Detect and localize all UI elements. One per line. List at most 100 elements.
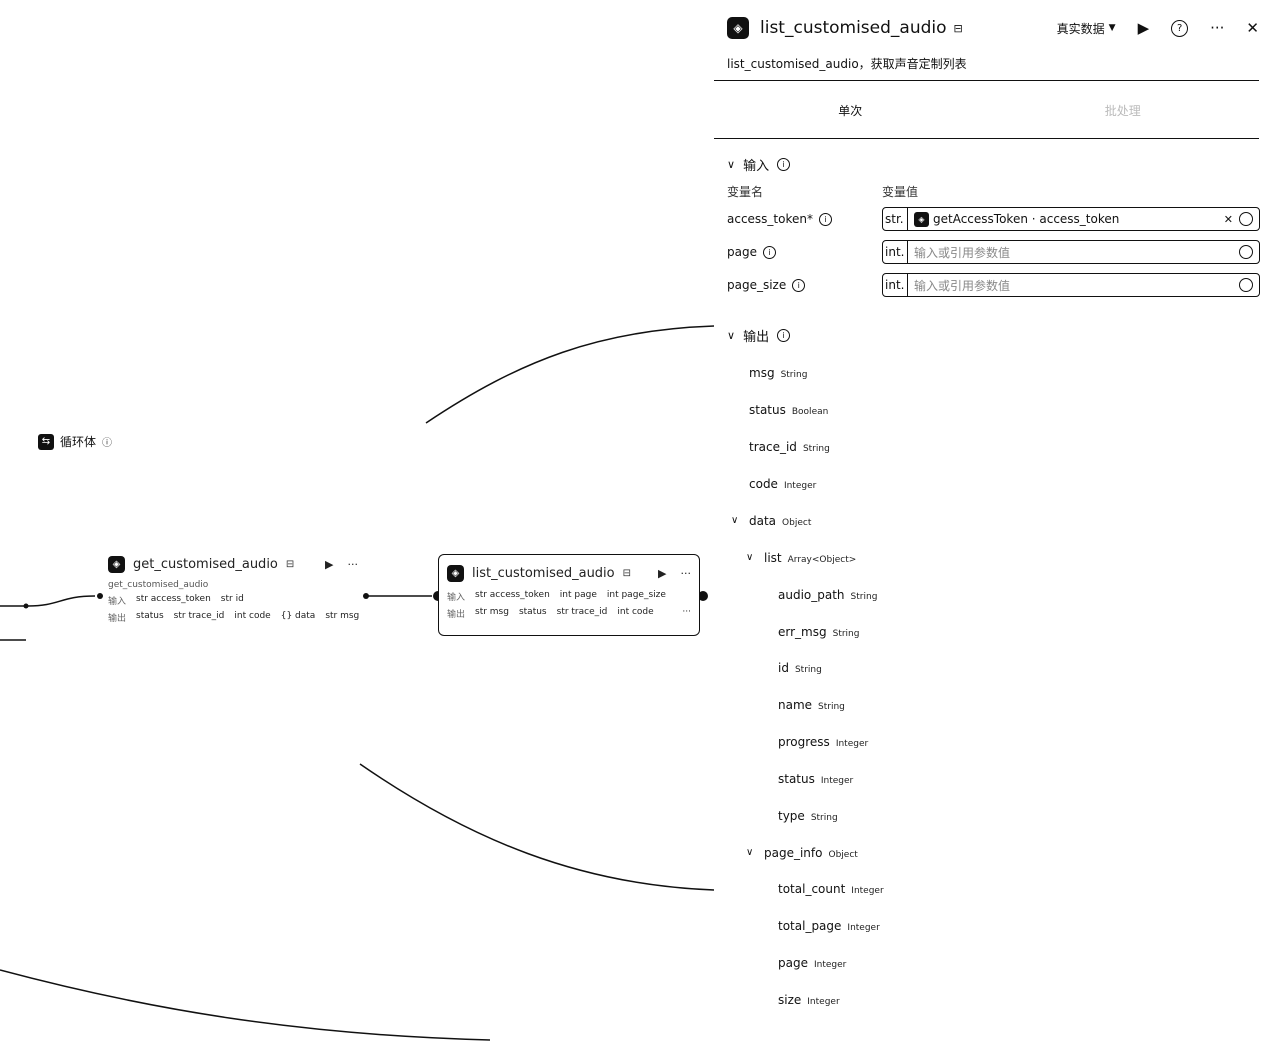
variable-picker-icon[interactable] [1239,212,1253,226]
info-icon[interactable]: i [819,212,832,226]
field-type: String [810,813,838,823]
type-select[interactable]: int. [883,274,908,296]
output-section-header[interactable]: ∨ 输出 i [727,326,791,345]
output-param: int code [617,607,654,617]
chevron-down-icon: ∨ [727,329,736,342]
node-title: get_customised_audio [133,557,278,572]
panel-title: list_customised_audio [760,18,947,38]
output-field: audio_path String [778,588,877,602]
field-type: Integer [813,960,847,970]
data-mode-select[interactable]: 真实数据▼ [1057,20,1116,37]
field-name: total_page [778,919,842,933]
field-name: status [749,403,786,417]
reference-value: getAccessToken · access_token [933,212,1120,226]
field-type: Integer [847,923,880,933]
more-icon[interactable]: ··· [347,558,359,571]
param-name: access_token* [727,212,813,226]
field-name: status [778,772,815,786]
run-tabs: 单次 批处理 [714,82,1259,138]
close-button[interactable]: ✕ [1246,19,1259,37]
outputs-label: 输出 [447,610,466,620]
input-param: int page_size [606,590,666,600]
page-field[interactable]: int. 输入或引用参数值 [882,240,1260,264]
input-param: int page [559,590,597,600]
plugin-icon: ◈ [108,556,125,573]
divider [714,80,1259,81]
help-icon[interactable]: ? [1171,19,1189,37]
input-section-header[interactable]: ∨ 输入 i [727,155,791,174]
chevron-down-icon[interactable]: ∨ [746,847,754,858]
page-size-input[interactable]: 输入或引用参数值 [914,278,1011,293]
output-param: str trace_id [556,607,608,617]
output-field-page-info[interactable]: ∨ page_info Object [746,846,858,860]
field-type: Integer [851,886,884,896]
chevron-down-icon[interactable]: ∨ [746,552,754,563]
field-type: Array<Object> [787,555,857,565]
field-name: page_info [764,846,823,860]
run-button[interactable]: ▶ [1137,19,1150,37]
edit-icon[interactable]: ⊟ [622,568,632,579]
output-section-title: 输出 [743,330,770,345]
chevron-down-icon: ∨ [727,158,736,171]
inputs-label: 输入 [108,597,127,607]
type-select[interactable]: int. [883,241,908,263]
edit-icon[interactable]: ⊟ [953,21,963,35]
tab-batch[interactable]: 批处理 [1104,103,1141,118]
page-size-field[interactable]: int. 输入或引用参数值 [882,273,1260,297]
column-header-name: 变量名 [727,185,764,199]
page-input[interactable]: 输入或引用参数值 [914,245,1011,260]
info-icon[interactable]: i [792,278,806,292]
tab-single[interactable]: 单次 [838,103,863,118]
loop-body-title: 循环体 [60,435,97,449]
field-type: Object [782,518,812,528]
more-icon[interactable]: ··· [680,567,692,580]
outputs-label: 输出 [108,614,127,624]
info-icon[interactable]: ⓘ [102,438,113,449]
caret-down-icon: ▼ [1108,23,1116,33]
run-icon[interactable]: ▶ [658,567,667,580]
field-name: progress [778,735,830,749]
field-name: msg [749,366,775,380]
param-name: page [727,245,757,259]
info-icon[interactable]: i [777,158,791,171]
field-name: data [749,514,777,528]
input-section-title: 输入 [743,159,770,174]
field-type: String [832,629,860,639]
field-type: String [850,592,878,602]
field-name: id [778,661,789,675]
divider [714,138,1259,139]
info-icon[interactable]: i [777,329,791,342]
edit-icon[interactable]: ⊟ [285,559,295,570]
output-param: {} data [280,611,316,621]
output-field-data[interactable]: ∨ data Object [731,514,812,528]
more-button[interactable]: ··· [1210,19,1225,37]
type-select[interactable]: str. [883,208,908,230]
variable-picker-icon[interactable] [1239,245,1253,259]
field-type: Object [828,850,858,860]
variable-picker-icon[interactable] [1239,278,1253,292]
input-param: str id [220,594,244,604]
node-list-customised-audio[interactable]: ◈ list_customised_audio ⊟ ▶··· 输入 str ac… [438,554,700,636]
loop-icon: ⇆ [38,433,54,450]
node-get-customised-audio[interactable]: ◈ get_customised_audio ⊟ ▶ ··· get_custom… [108,556,359,624]
chevron-down-icon[interactable]: ∨ [731,515,739,526]
info-icon[interactable]: i [762,245,776,259]
loop-body-label[interactable]: ⇆ 循环体 ⓘ [38,433,112,450]
run-icon[interactable]: ▶ [325,558,334,571]
field-name: audio_path [778,588,845,602]
access-token-field[interactable]: str. ◈getAccessToken · access_token ✕ [882,207,1260,231]
field-type: String [802,444,830,454]
clear-icon[interactable]: ✕ [1223,212,1233,226]
node-description: get_customised_audio [108,580,209,590]
node-title: list_customised_audio [472,566,615,581]
